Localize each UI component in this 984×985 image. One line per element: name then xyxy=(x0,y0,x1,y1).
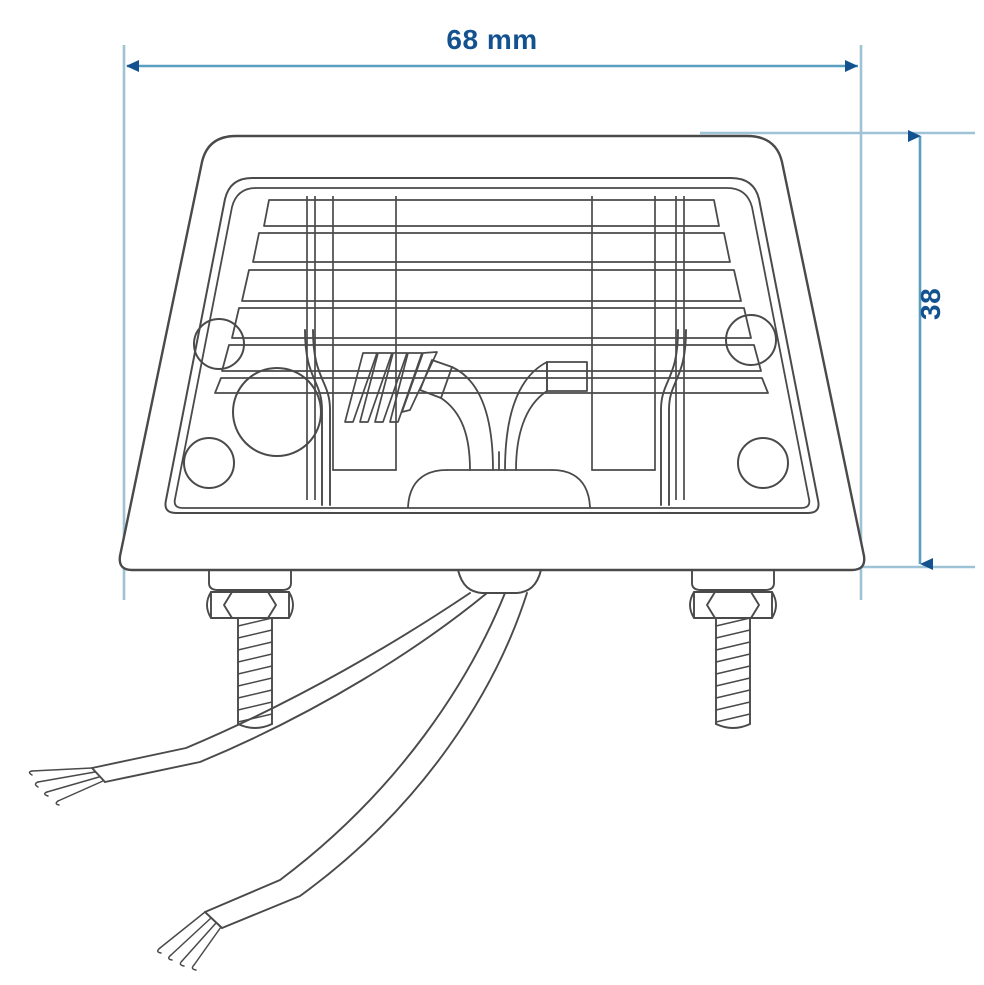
heat-fin-3 xyxy=(374,352,408,423)
mounting-hole-top-left xyxy=(193,318,245,370)
bolt-right-nut xyxy=(693,591,773,619)
wire-upper-strands xyxy=(28,767,104,806)
louvre-slat-1 xyxy=(263,199,720,227)
bolt-right-nut-chamfer-r xyxy=(771,591,777,619)
wire-upper-strip-collar xyxy=(91,767,106,783)
wire-lower-edge-top xyxy=(204,592,506,913)
heat-fin-5 xyxy=(401,351,438,413)
heat-fins xyxy=(344,351,438,423)
lamp-assembly xyxy=(28,134,866,971)
louvre-slat-6 xyxy=(214,377,769,394)
reflector-dome-arc-right xyxy=(551,469,591,508)
bulb-arm-left-outer xyxy=(451,366,494,471)
inner-bezel-outer xyxy=(164,177,820,514)
wire-upper-edge-bottom xyxy=(104,592,488,783)
mounting-hole-bottom-right xyxy=(737,437,789,489)
cable-grommet xyxy=(457,569,542,594)
hex-bolt-right xyxy=(689,569,777,729)
bracket-stem-right-inner xyxy=(668,329,687,506)
wire-lower-strands xyxy=(157,911,222,971)
louvre-slats xyxy=(214,199,769,394)
bolt-right-nut-face-r xyxy=(750,591,760,619)
bulb-arm-left-inner xyxy=(440,397,471,471)
louvre-slat-3 xyxy=(241,269,742,302)
bolt-left-nut-face-l xyxy=(223,591,233,619)
dimension-label-width: 68 mm xyxy=(446,24,538,55)
mounting-hole-bottom-left xyxy=(183,437,235,489)
bolt-right-tip xyxy=(715,723,751,729)
bolt-left-washer xyxy=(208,569,292,591)
heat-fin-2 xyxy=(359,352,393,423)
bracket-stem-left-inner xyxy=(312,329,331,506)
inner-bezel-inner xyxy=(173,187,811,509)
mounting-hole-top-right xyxy=(725,314,777,366)
louvre-slat-4 xyxy=(231,307,752,339)
heat-fin-4 xyxy=(389,352,423,423)
bolt-left-tip xyxy=(237,723,273,729)
bolt-left-nut-chamfer-r xyxy=(288,591,294,619)
bolt-left-nut xyxy=(210,591,290,619)
vertical-ribs xyxy=(306,196,685,500)
wire-upper xyxy=(28,592,488,806)
wire-upper-edge-top xyxy=(91,592,471,769)
bolt-left-nut-chamfer-l xyxy=(206,591,212,619)
bolt-left-threads xyxy=(237,617,273,723)
wire-lower-strip-collar xyxy=(204,911,223,929)
dimension-arrows xyxy=(126,60,933,570)
outer-housing xyxy=(118,134,866,572)
wire-lower xyxy=(157,592,528,971)
louvre-slat-2 xyxy=(252,232,731,263)
wire-lower-edge-bottom xyxy=(221,592,528,929)
heat-fin-1 xyxy=(344,352,378,423)
bolt-left-nut-face-r xyxy=(267,591,277,619)
bolt-right-nut-face-l xyxy=(706,591,716,619)
bolt-right-threads xyxy=(715,617,751,723)
large-aperture xyxy=(232,367,322,457)
louvre-slat-5 xyxy=(221,344,762,372)
hex-bolt-left xyxy=(206,569,294,729)
bracket-stem-left-outer xyxy=(304,329,323,506)
bracket-stem-right-outer xyxy=(660,329,679,506)
dimension-label-height: 38 xyxy=(915,287,946,320)
bulb-arm-right-inner xyxy=(515,390,548,471)
bolt-right-washer xyxy=(691,569,775,591)
bulb-arm-right-outer xyxy=(504,361,548,471)
reflector-dome-arc xyxy=(407,469,448,508)
bolt-right-nut-chamfer-l xyxy=(689,591,695,619)
